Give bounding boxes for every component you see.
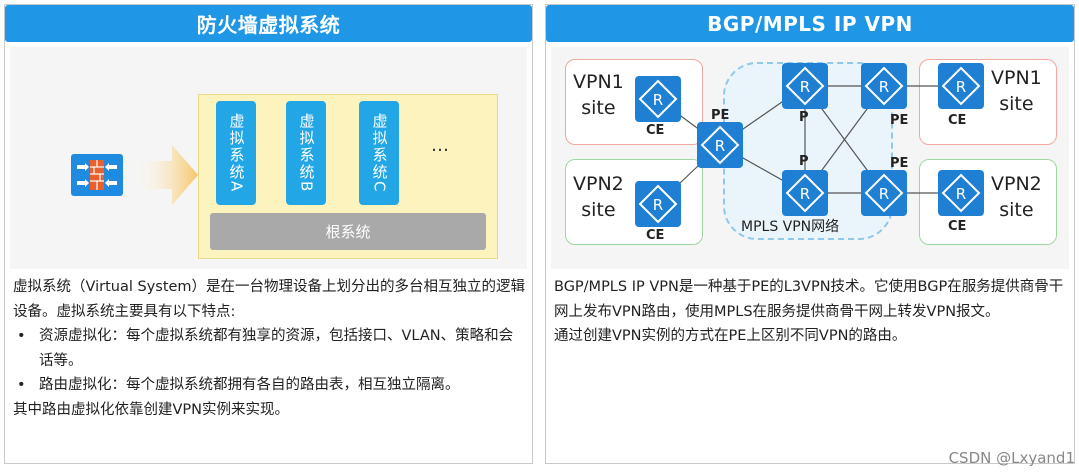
glow-arrow-icon	[128, 139, 200, 215]
paragraph-1: BGP/MPLS IP VPN是一种基于PE的L3VPN技术。它使用BGP在服务…	[554, 279, 1064, 320]
bgp-mpls-description: BGP/MPLS IP VPN是一种基于PE的L3VPN技术。它使用BGP在服务…	[554, 275, 1068, 349]
bullet-text: 资源虚拟化：每个虚拟系统都有独享的资源，包括接口、VLAN、策略和会话等。	[39, 328, 514, 369]
svg-text:R: R	[956, 78, 966, 96]
panel-title: 防火墙虚拟系统	[5, 5, 532, 42]
watermark: CSDN @Lxyand1	[948, 449, 1075, 467]
router-icon: R	[782, 170, 828, 216]
router-icon: R	[697, 122, 743, 168]
virtual-system-b: 虚拟系统B	[286, 101, 326, 205]
router-icon: R	[938, 170, 984, 216]
bgp-mpls-vpn-panel: BGP/MPLS IP VPN VPN	[545, 4, 1075, 464]
site-word: site	[581, 97, 616, 119]
p-label: P	[799, 154, 809, 169]
router-icon: R	[861, 170, 907, 216]
bullet-dot: •	[17, 328, 26, 344]
bullet-dot: •	[17, 377, 26, 393]
paragraph-2: 通过创建VPN实例的方式在PE上区别不同VPN的路由。	[554, 328, 907, 344]
virtual-system-c-label: 虚拟系统C	[370, 112, 389, 194]
vpn2-site-left-label: VPN2 site	[573, 171, 624, 223]
router-icon: R	[861, 63, 907, 109]
bullet-resource: • 资源虚拟化：每个虚拟系统都有独享的资源，包括接口、VLAN、策略和会话等。	[13, 324, 526, 373]
ce-label: CE	[646, 123, 665, 138]
pe-label: PE	[711, 108, 730, 123]
p-label: P	[799, 110, 809, 125]
more-systems-ellipsis: …	[431, 135, 451, 156]
site-name: VPN2	[573, 173, 624, 195]
router-icon: R	[938, 63, 984, 109]
vpn1-site-left-label: VPN1 site	[573, 69, 624, 121]
site-word: site	[999, 93, 1034, 115]
svg-text:R: R	[653, 196, 663, 214]
root-system: 根系统	[210, 213, 486, 250]
mpls-network-label: MPLS VPN网络	[741, 219, 840, 235]
firewall-virtual-system-panel: 防火墙虚拟系统	[4, 4, 533, 464]
site-name: VPN1	[573, 71, 624, 93]
pe-label: PE	[890, 113, 909, 128]
ce-label: CE	[646, 228, 665, 243]
virtual-system-a: 虚拟系统A	[216, 101, 256, 205]
router-icon: R	[635, 76, 681, 122]
description-text: 虚拟系统（Virtual System）是在一台物理设备上划分出的多台相互独立的…	[13, 279, 526, 320]
virtual-system-diagram: 虚拟系统A 虚拟系统B 虚拟系统C … 根系统	[10, 47, 527, 269]
virtual-system-a-label: 虚拟系统A	[227, 112, 246, 194]
virtual-system-container: 虚拟系统A 虚拟系统B 虚拟系统C … 根系统	[198, 94, 498, 259]
svg-text:R: R	[715, 137, 725, 155]
site-name: VPN1	[991, 67, 1042, 89]
ce-label: CE	[948, 113, 967, 128]
virtual-system-c: 虚拟系统C	[359, 101, 399, 205]
virtual-system-b-label: 虚拟系统B	[297, 112, 316, 194]
pe-label: PE	[890, 156, 909, 171]
svg-text:R: R	[879, 78, 889, 96]
router-icon: R	[635, 181, 681, 227]
vpn1-site-right-label: VPN1 site	[991, 65, 1042, 117]
svg-text:R: R	[879, 185, 889, 203]
svg-text:R: R	[800, 78, 810, 96]
svg-text:R: R	[800, 185, 810, 203]
ce-label: CE	[948, 219, 967, 234]
virtual-system-description: 虚拟系统（Virtual System）是在一台物理设备上划分出的多台相互独立的…	[13, 275, 526, 422]
bullet-text: 路由虚拟化：每个虚拟系统都拥有各自的路由表，相互独立隔离。	[39, 377, 460, 393]
bullet-routing: • 路由虚拟化：每个虚拟系统都拥有各自的路由表，相互独立隔离。	[13, 373, 526, 398]
mpls-vpn-diagram: VPN1 site VPN2 site VPN1 site VPN2 site …	[551, 47, 1069, 269]
footer-text: 其中路由虚拟化依靠创建VPN实例来实现。	[13, 401, 290, 418]
site-name: VPN2	[991, 173, 1042, 195]
firewall-icon	[71, 154, 123, 196]
site-word: site	[581, 199, 616, 221]
panel-title: BGP/MPLS IP VPN	[546, 5, 1074, 42]
svg-text:R: R	[956, 185, 966, 203]
site-word: site	[999, 199, 1034, 221]
router-icon: R	[782, 63, 828, 109]
vpn2-site-right-label: VPN2 site	[991, 171, 1042, 223]
svg-text:R: R	[653, 91, 663, 109]
